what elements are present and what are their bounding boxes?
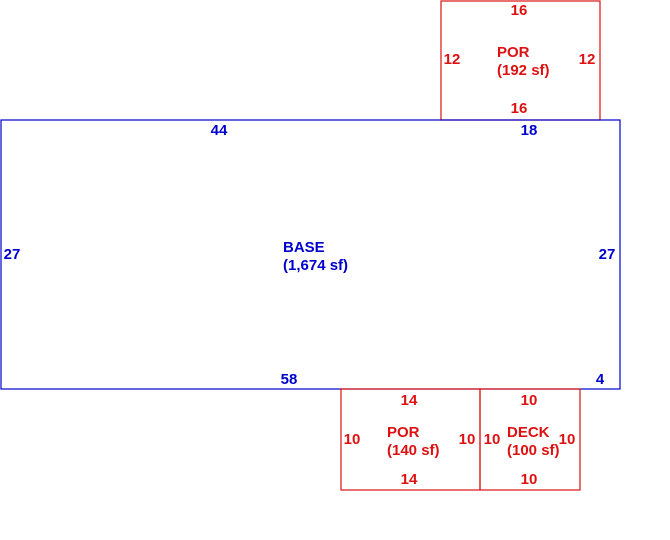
base-dim-top-right: 18 [521,122,538,139]
deck-outline [479,388,581,491]
deck-dim-right: 10 [559,431,576,448]
area-porch-top: 16 16 12 12 POR (192 sf) [440,0,601,121]
deck-dim-top: 10 [521,392,538,409]
porch-top-size: (192 sf) [497,62,550,79]
porch-bottom-dim-left: 10 [344,431,361,448]
deck-name: DECK [507,424,550,441]
deck-size: (100 sf) [507,442,560,459]
porch-bottom-name: POR [387,424,420,441]
porch-bottom-size: (140 sf) [387,442,440,459]
porch-top-dim-bottom: 16 [511,100,528,117]
area-porch-bottom: 14 14 10 10 POR (140 sf) [340,388,481,491]
base-dim-top-left: 44 [211,122,228,139]
base-dim-left: 27 [4,246,21,263]
area-base: 44 18 27 27 58 4 BASE (1,674 sf) [0,119,621,390]
porch-top-dim-top: 16 [511,2,528,19]
porch-top-dim-right: 12 [579,51,596,68]
base-dim-bottom-left: 58 [281,371,298,388]
base-outline [0,119,621,390]
porch-top-name: POR [497,44,530,61]
deck-dim-left: 10 [484,431,501,448]
base-size: (1,674 sf) [283,257,348,274]
base-name: BASE [283,239,325,256]
base-dim-right: 27 [599,246,616,263]
base-dim-bottom-right: 4 [596,371,605,388]
deck-dim-bottom: 10 [521,471,538,488]
porch-bottom-dim-top: 14 [401,392,418,409]
porch-bottom-dim-right: 10 [459,431,476,448]
porch-top-dim-left: 12 [444,51,461,68]
porch-bottom-dim-bottom: 14 [401,471,418,488]
area-deck: 10 10 10 10 DECK (100 sf) [479,388,581,491]
